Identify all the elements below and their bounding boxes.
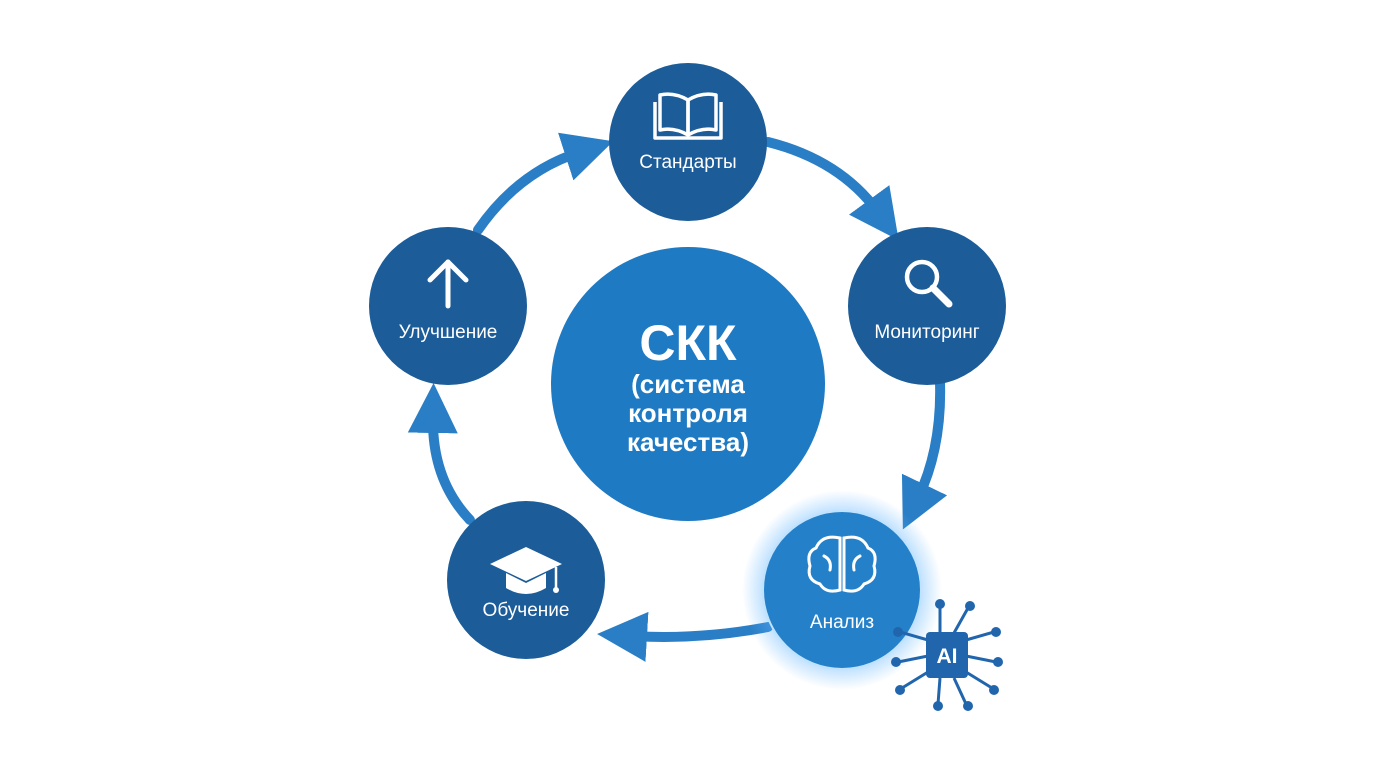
node-label-monitoring: Мониторинг (874, 322, 979, 343)
graduation-cap-icon (490, 547, 562, 594)
center-subtitle-line-1: (система (631, 369, 745, 399)
node-training: Обучение (447, 501, 605, 659)
node-label-standards: Стандарты (639, 152, 736, 173)
node-monitoring: Мониторинг (848, 227, 1006, 385)
node-analysis: Анализ (742, 490, 942, 690)
ai-chip-icon: AI (891, 599, 1003, 711)
node-label-analysis: Анализ (810, 612, 874, 633)
arrow-training-to-improvement (407, 383, 475, 525)
center-subtitle-line-2: контроля (628, 398, 748, 428)
node-label-training: Обучение (483, 600, 570, 621)
node-improvement: Улучшение (369, 227, 527, 385)
book-icon (653, 92, 723, 140)
arrow-up-icon (427, 259, 469, 309)
node-standards: Стандарты (609, 63, 767, 221)
arrow-monitoring-to-analysis (901, 377, 948, 530)
arrow-analysis-to-training (597, 611, 773, 662)
center-title: СКК (639, 315, 737, 371)
center-node: СКК (система контроля качества) (551, 247, 825, 521)
arrow-improvement-to-standards (473, 132, 614, 235)
arrow-standards-to-monitoring (763, 137, 899, 241)
brain-icon (807, 535, 877, 593)
magnifier-icon (904, 259, 953, 308)
ai-badge-label: AI (937, 645, 958, 668)
node-label-improvement: Улучшение (399, 322, 498, 343)
center-subtitle-line-3: качества) (627, 427, 749, 457)
